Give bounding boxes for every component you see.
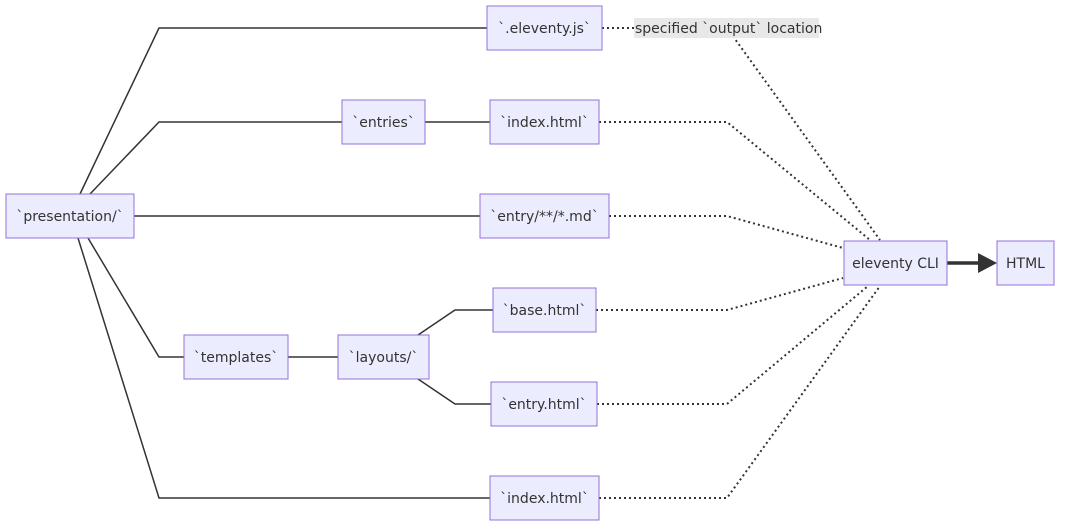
edge-entry-md-to-cli [609,215,844,249]
node-entries-index-html: `index.html` [489,99,600,145]
edge-presentation-to-root-index [77,237,490,499]
arrow-head-icon [978,253,997,273]
edge-presentation-to-eleventy-js [79,27,487,195]
edge-entry-html-to-cli [597,285,869,405]
edge-root-index-to-cli [599,285,881,499]
edge-layouts-to-base-html [417,309,493,336]
edge-entries-index-to-cli [599,121,871,241]
node-html-output-label: HTML [1006,256,1045,272]
edge-layouts-to-entry-html [417,378,491,405]
edge-base-html-to-cli [596,277,844,311]
node-base-html-label: `base.html` [503,303,587,319]
node-entries: `entries` [341,99,426,145]
tree-edges [77,27,493,499]
node-html-output: HTML [996,240,1055,286]
node-presentation-label: `presentation/` [16,209,123,225]
node-root-index-html: `index.html` [489,475,600,521]
node-eleventy-js: `.eleventy.js` [486,5,603,51]
node-entry-md: `entry/**/*.md` [479,193,610,239]
cli-input-edges [596,27,881,499]
node-entries-index-html-label: `index.html` [500,115,589,131]
node-entry-html: `entry.html` [490,381,598,427]
node-layouts: `layouts/` [337,334,430,380]
node-eleventy-js-label: `.eleventy.js` [498,21,591,37]
node-presentation: `presentation/` [5,193,135,239]
edge-presentation-to-entries [89,121,342,195]
node-entry-html-label: `entry.html` [501,397,586,413]
node-root-index-html-label: `index.html` [500,491,589,507]
node-base-html: `base.html` [492,287,597,333]
edge-label-output-location-text: specified `output` location [635,21,822,37]
node-entry-md-label: `entry/**/*.md` [490,209,598,225]
node-eleventy-cli-label: eleventy CLI [852,256,939,272]
node-eleventy-cli: eleventy CLI [843,240,948,286]
node-templates-label: `templates` [194,350,279,366]
node-templates: `templates` [183,334,289,380]
node-entries-label: `entries` [352,115,415,131]
edge-label-output-location: specified `output` location [634,18,822,38]
node-layouts-label: `layouts/` [349,350,419,366]
output-edge [947,253,997,273]
edge-presentation-to-templates [87,237,184,358]
